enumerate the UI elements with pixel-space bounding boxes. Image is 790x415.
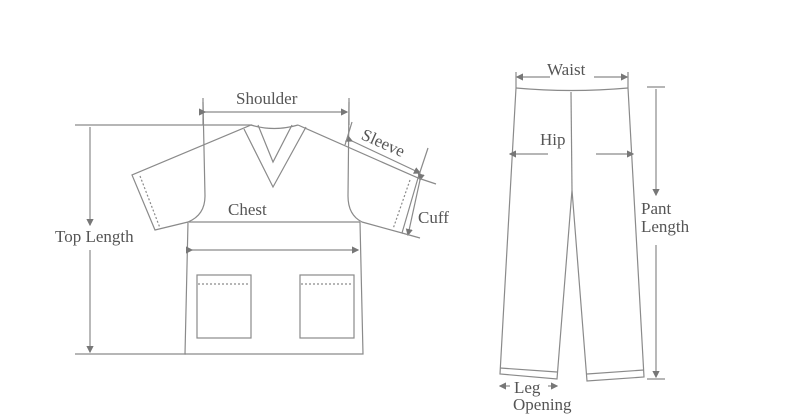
chest-label: Chest xyxy=(228,200,267,219)
pants-dimension-lines xyxy=(498,72,665,390)
pant-length-label-line1: Pant xyxy=(641,199,672,218)
top-dimension-lines xyxy=(75,98,437,355)
cuff-label: Cuff xyxy=(418,208,449,227)
waist-label: Waist xyxy=(547,60,586,79)
hip-label: Hip xyxy=(540,130,566,149)
leg-opening-label-line1: Leg xyxy=(514,378,541,397)
shoulder-label: Shoulder xyxy=(236,89,298,108)
pant-length-label-line2: Length xyxy=(641,217,690,236)
scrub-pants-outline xyxy=(499,87,645,382)
top-length-label: Top Length xyxy=(55,227,134,246)
leg-opening-label-line2: Opening xyxy=(513,395,572,414)
